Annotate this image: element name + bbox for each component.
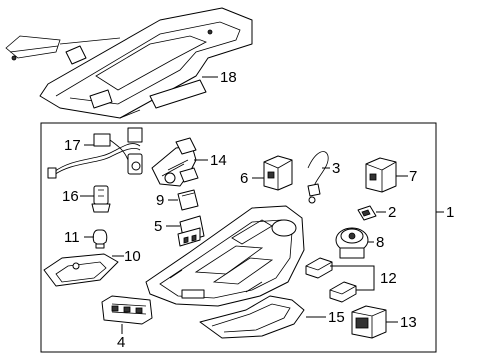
part-15-trim bbox=[199, 295, 305, 339]
part-16-socket bbox=[91, 185, 111, 213]
console-housing bbox=[145, 205, 305, 307]
part-10-lens bbox=[43, 253, 119, 287]
part-12-tabs bbox=[305, 257, 357, 303]
callout-5: 5 bbox=[154, 218, 162, 235]
part-4-switch-bank bbox=[101, 295, 153, 325]
callout-8: 8 bbox=[376, 234, 384, 251]
part-18-frame bbox=[5, 7, 253, 119]
part-6-module bbox=[263, 155, 293, 191]
part-5-switch bbox=[177, 215, 205, 247]
callout-12: 12 bbox=[380, 270, 397, 287]
part-9-plug bbox=[177, 189, 199, 211]
part-2-clip bbox=[357, 205, 377, 221]
part-7-module bbox=[365, 157, 397, 193]
callout-16: 16 bbox=[62, 188, 79, 205]
callout-7: 7 bbox=[409, 168, 417, 185]
callout-15: 15 bbox=[328, 309, 345, 326]
callout-13: 13 bbox=[400, 314, 417, 331]
callout-9: 9 bbox=[156, 192, 164, 209]
callout-18: 18 bbox=[220, 69, 237, 86]
part-14-lamp bbox=[151, 137, 199, 187]
callout-11: 11 bbox=[64, 229, 80, 246]
part-13-connector bbox=[351, 305, 387, 339]
part-11-bulb bbox=[92, 229, 108, 249]
callout-4: 4 bbox=[117, 334, 125, 351]
callout-10: 10 bbox=[124, 248, 141, 265]
callout-17: 17 bbox=[64, 137, 81, 154]
assembly-box bbox=[40, 122, 437, 353]
part-3-sensor bbox=[307, 151, 329, 204]
callout-14: 14 bbox=[210, 152, 227, 169]
callout-3: 3 bbox=[332, 160, 340, 177]
callout-1: 1 bbox=[446, 204, 454, 221]
leader-12 bbox=[330, 265, 375, 291]
callout-6: 6 bbox=[240, 170, 248, 187]
callout-2: 2 bbox=[388, 204, 396, 221]
part-8-knob bbox=[335, 227, 369, 259]
part-17-harness bbox=[47, 127, 143, 179]
